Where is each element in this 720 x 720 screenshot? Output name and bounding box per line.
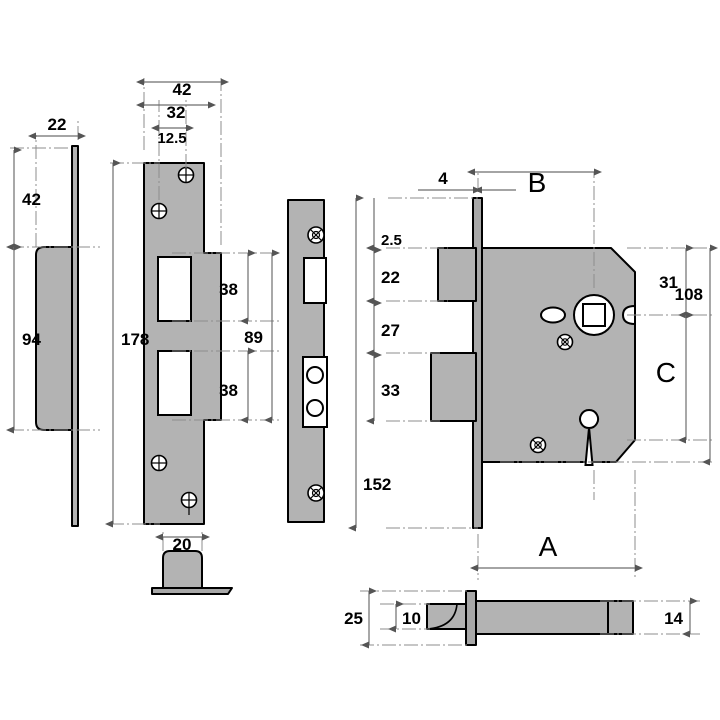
dim-label-25: 25 bbox=[344, 609, 363, 628]
oval-hole bbox=[540, 306, 566, 324]
dim-label-22: 22 bbox=[48, 115, 67, 134]
dim-125-width: 12.5 bbox=[151, 124, 194, 147]
dim-31: 31 bbox=[659, 244, 694, 319]
dim-89-height: 89 bbox=[244, 249, 280, 424]
forend-screw-top bbox=[307, 226, 325, 244]
dim-38-upper: 38 bbox=[219, 249, 256, 325]
dim-20-width: 20 bbox=[155, 533, 210, 554]
latch-bolt-projection bbox=[437, 247, 477, 302]
dim-label-C: C bbox=[656, 357, 676, 388]
dim-label-14: 14 bbox=[664, 609, 683, 628]
bolt-tail-block bbox=[426, 603, 467, 630]
view-strike-keep-side: 22 42 94 bbox=[6, 115, 100, 527]
bolt-end bbox=[607, 600, 634, 635]
dim-C: C bbox=[656, 311, 694, 444]
dim-label-38-upper: 38 bbox=[219, 280, 238, 299]
dim-108: 108 bbox=[675, 244, 718, 466]
dim-label-B: B bbox=[528, 167, 547, 198]
dim-22-body: 22 bbox=[366, 246, 400, 305]
dim-label-4: 4 bbox=[438, 169, 448, 188]
forend-bolt-hole-1 bbox=[306, 366, 324, 384]
dim-label-108: 108 bbox=[675, 285, 703, 304]
forend-latch-aperture bbox=[303, 257, 327, 304]
dim-label-178: 178 bbox=[121, 330, 149, 349]
keep-screw-4 bbox=[180, 491, 198, 515]
dim-94-height: 94 bbox=[6, 243, 41, 434]
dim-22-width: 22 bbox=[28, 115, 86, 140]
case-screw-upper bbox=[556, 333, 574, 351]
dead-bolt-projection bbox=[430, 352, 477, 422]
dim-label-27: 27 bbox=[381, 321, 400, 340]
dim-14-bolt: 14 bbox=[664, 597, 698, 638]
dim-B: B bbox=[467, 167, 602, 198]
bracket-upright bbox=[162, 550, 203, 589]
dim-25-bolt: 25 bbox=[344, 587, 377, 649]
view-lock-body: 4 B A 2.5 22 27 33 bbox=[348, 167, 718, 580]
dim-33: 33 bbox=[366, 351, 400, 425]
dim-42-width: 42 bbox=[136, 78, 229, 99]
dim-152: 152 bbox=[348, 194, 391, 532]
view-lock-forend bbox=[287, 199, 328, 523]
bolt-forend-strip bbox=[465, 590, 477, 646]
keyhole bbox=[579, 409, 600, 466]
forend-screw-bottom bbox=[307, 484, 325, 502]
dim-A: A bbox=[470, 531, 643, 572]
dim-label-42-width: 42 bbox=[173, 80, 192, 99]
keep-screw-1 bbox=[177, 166, 195, 184]
bracket-flange bbox=[151, 587, 233, 595]
case-screw-lower bbox=[529, 436, 547, 454]
dim-label-12-5: 12.5 bbox=[157, 130, 186, 147]
dim-27: 27 bbox=[366, 299, 400, 357]
dim-label-20: 20 bbox=[173, 535, 192, 554]
keep-screw-2 bbox=[150, 202, 168, 220]
dim-4: 4 bbox=[418, 169, 516, 194]
keep-side-body bbox=[35, 246, 73, 431]
dim-10-bolt: 10 bbox=[388, 600, 421, 633]
view-bracket-detail: 20 bbox=[151, 532, 233, 595]
dim-label-33: 33 bbox=[381, 381, 400, 400]
dim-label-38-lower: 38 bbox=[219, 381, 238, 400]
dim-label-A: A bbox=[539, 531, 558, 562]
bolt-tail-arc bbox=[426, 603, 458, 630]
dim-32-width: 32 bbox=[136, 101, 216, 122]
lock-case-body bbox=[481, 247, 636, 463]
keep-aperture-lower bbox=[157, 350, 192, 416]
keep-aperture-upper bbox=[157, 256, 192, 322]
dim-label-22-body: 22 bbox=[381, 268, 400, 287]
dim-label-32: 32 bbox=[167, 103, 186, 122]
dim-label-152: 152 bbox=[363, 475, 391, 494]
bolt-shank bbox=[475, 600, 609, 635]
dim-label-31: 31 bbox=[659, 273, 678, 292]
forend-bolt-hole-2 bbox=[306, 399, 324, 417]
keep-screw-3 bbox=[150, 454, 168, 472]
view-bolt-detail: 25 10 14 bbox=[344, 587, 700, 649]
dim-label-94: 94 bbox=[22, 330, 41, 349]
dim-38-lower: 38 bbox=[219, 347, 256, 424]
dim-2-5: 2.5 bbox=[366, 198, 402, 252]
spindle-hole-square bbox=[582, 303, 606, 327]
dim-label-89: 89 bbox=[244, 328, 263, 347]
dim-label-10: 10 bbox=[402, 609, 421, 628]
dim-42-height: 42 bbox=[6, 146, 41, 251]
dim-label-2-5: 2.5 bbox=[381, 232, 402, 249]
dim-label-42: 42 bbox=[22, 190, 41, 209]
dim-178-height: 178 bbox=[105, 159, 149, 528]
view-strike-keep-face: 42 32 12.5 178 38 89 38 bbox=[105, 78, 280, 528]
